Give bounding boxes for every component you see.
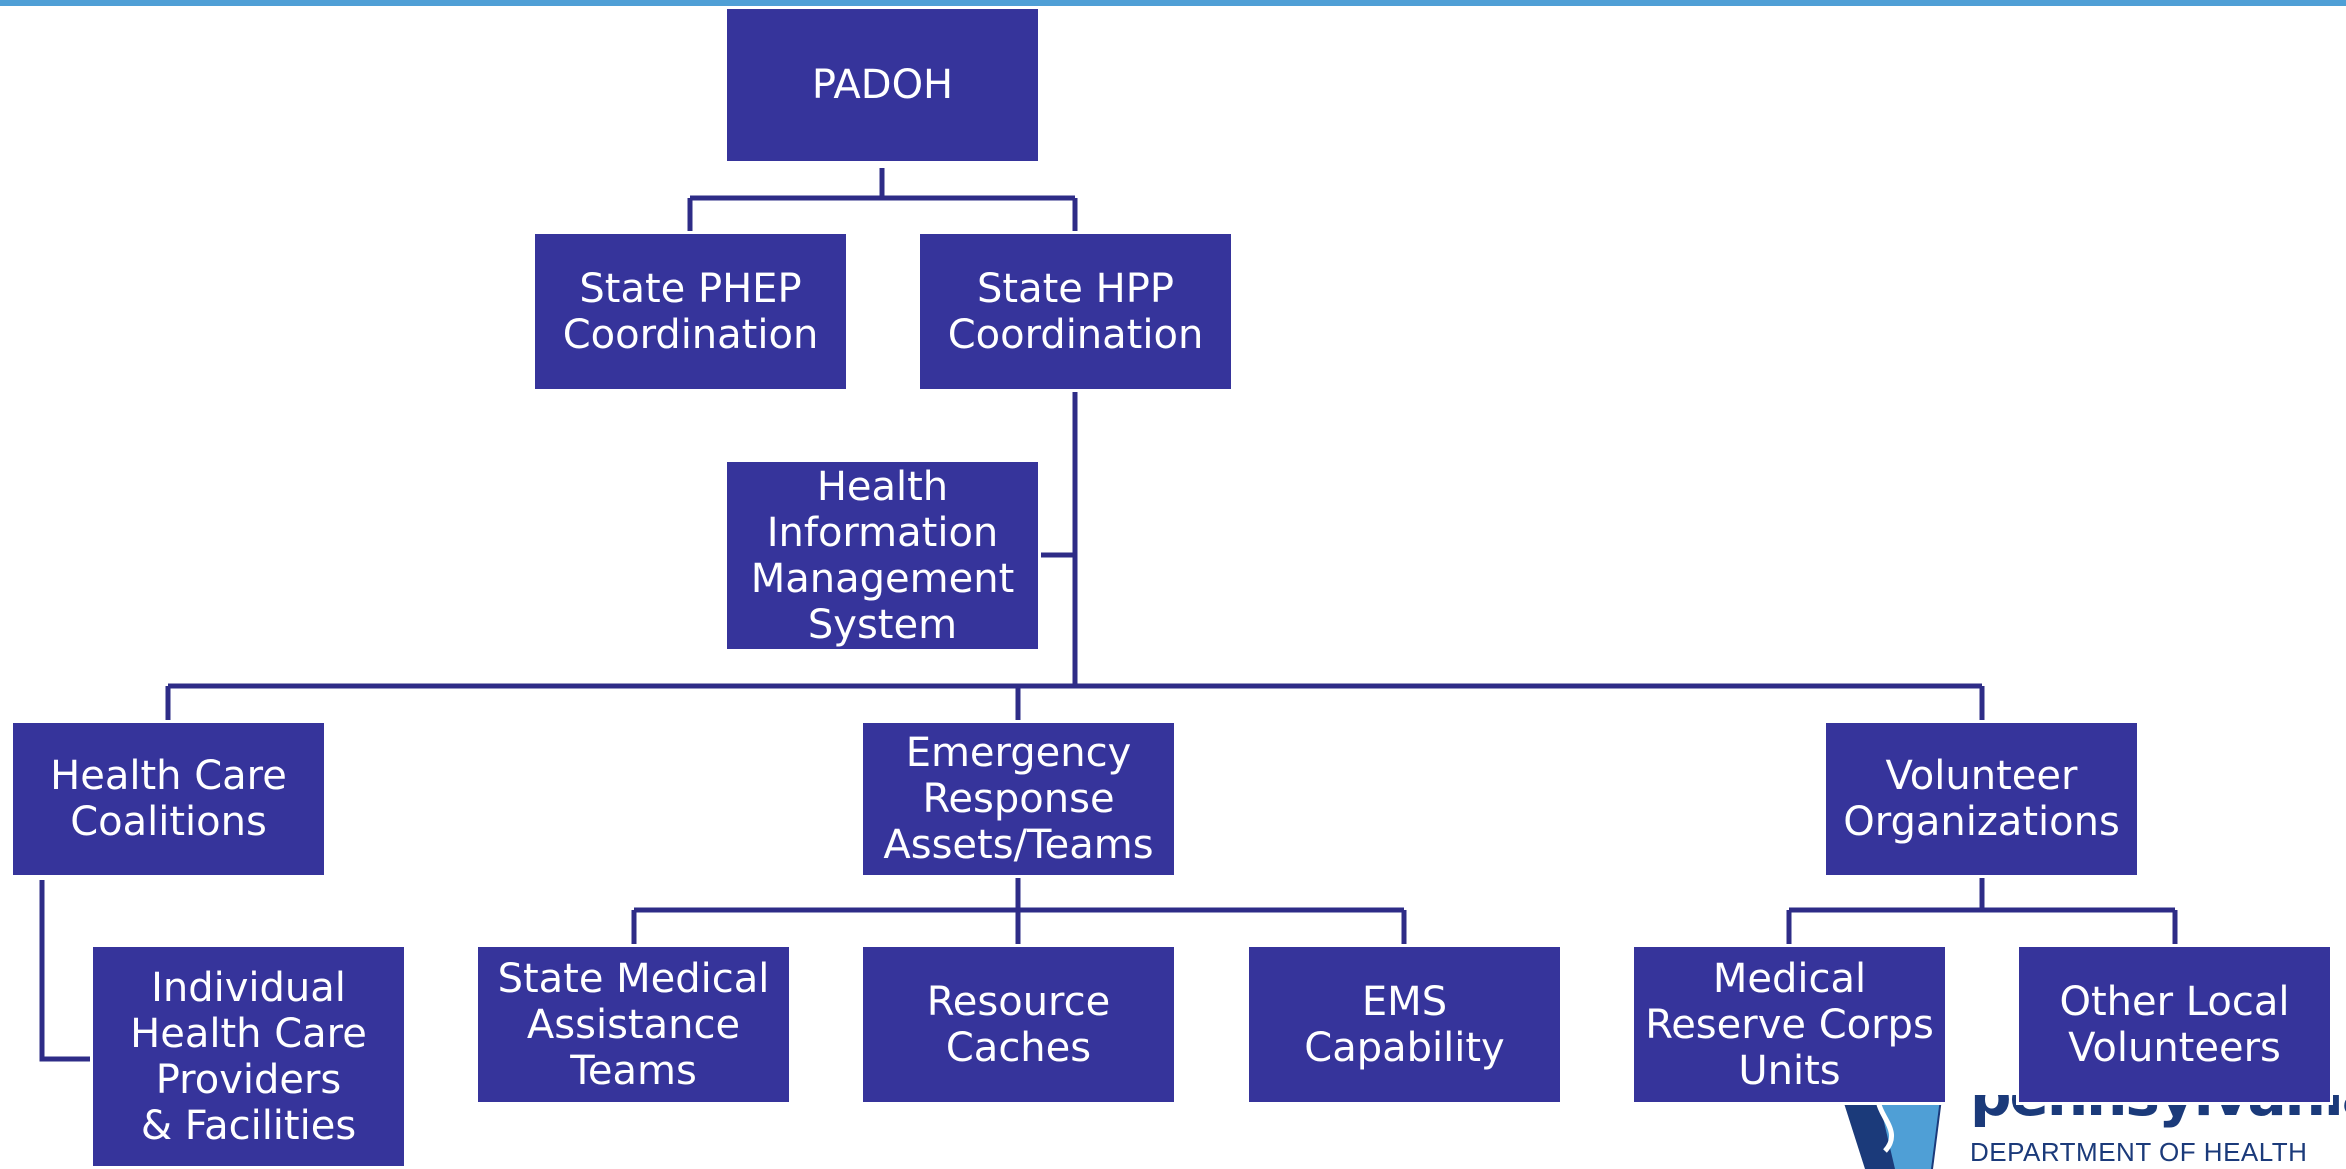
node-health-care-coalitions: Health Care Coalitions bbox=[10, 720, 327, 878]
node-resource-caches: Resource Caches bbox=[860, 944, 1177, 1105]
node-state-medical-assistance-teams: State Medical Assistance Teams bbox=[475, 944, 792, 1105]
node-state-phep-coordination: State PHEP Coordination bbox=[532, 231, 849, 392]
connector-erat-children bbox=[631, 878, 1407, 945]
node-other-local-volunteers: Other Local Volunteers bbox=[2016, 944, 2333, 1105]
node-individual-health-care-providers-facilities: Individual Health Care Providers & Facil… bbox=[90, 944, 407, 1169]
node-state-hpp-coordination: State HPP Coordination bbox=[917, 231, 1234, 392]
node-emergency-response-assets-teams: Emergency Response Assets/Teams bbox=[860, 720, 1177, 878]
node-padoh: PADOH bbox=[724, 6, 1041, 164]
node-volunteer-organizations: Volunteer Organizations bbox=[1823, 720, 2140, 878]
connector-padoh-coordination bbox=[687, 168, 1078, 232]
node-medical-reserve-corps-units: Medical Reserve Corps Units bbox=[1631, 944, 1948, 1105]
node-health-information-management-system: Health Information Management System bbox=[724, 459, 1041, 652]
connector-tier3-bus bbox=[165, 683, 1985, 722]
connector-hcc-individual bbox=[39, 880, 90, 1062]
top-accent-rule bbox=[0, 0, 2346, 6]
logo-subtitle: DEPARTMENT OF HEALTH bbox=[1970, 1137, 2308, 1167]
node-ems-capability: EMS Capability bbox=[1246, 944, 1563, 1105]
connector-volunteer-children bbox=[1786, 878, 2178, 945]
